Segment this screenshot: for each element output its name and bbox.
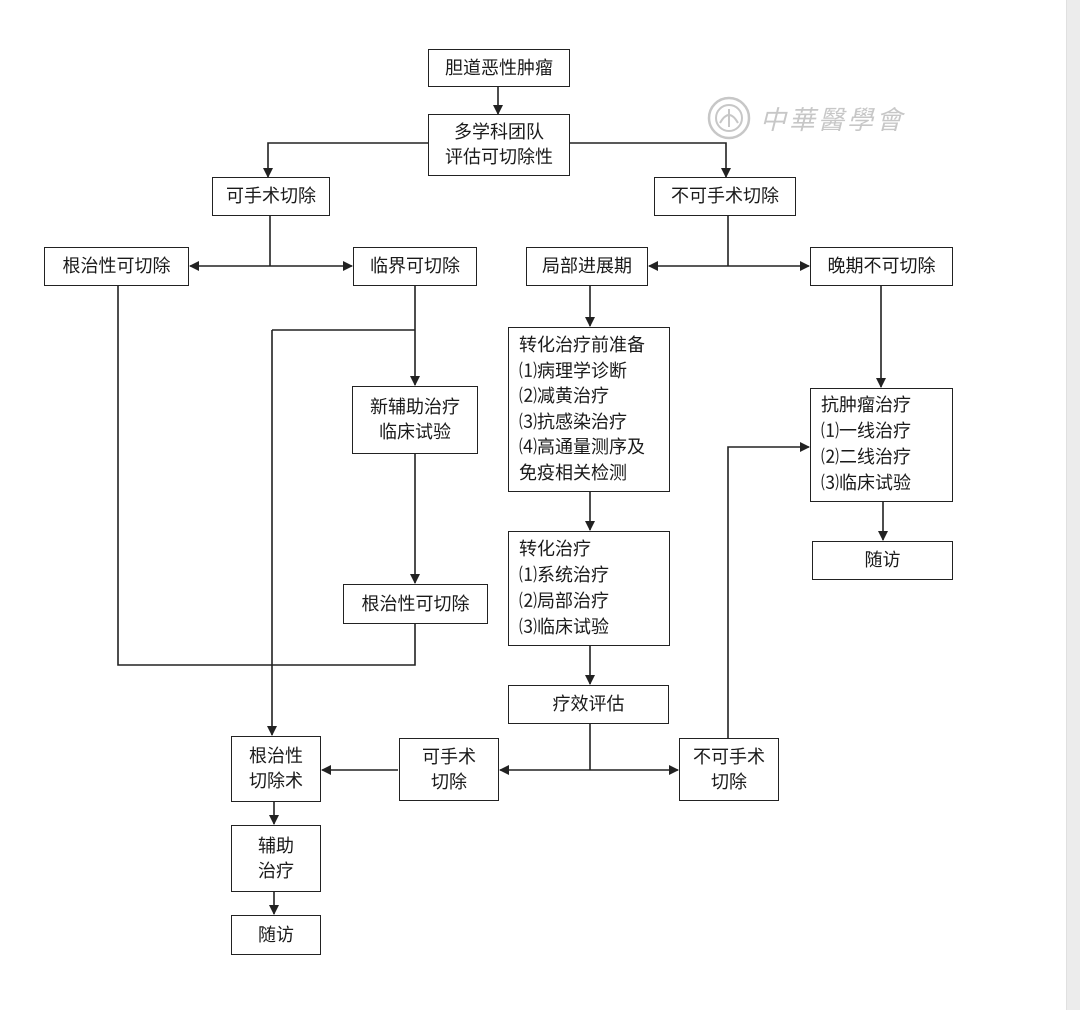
node-label: 根治性可切除 (62, 256, 171, 277)
node-item: ⑴病理学诊断 (519, 360, 627, 382)
watermark-text: 中華醫學會 (760, 105, 906, 136)
node-operable-after-conversion: 可手术 切除 (399, 738, 499, 801)
node-item: ⑴一线治疗 (821, 421, 911, 442)
node-label: 胆道恶性肿瘤 (445, 57, 553, 79)
node-mdt-evaluation: 多学科团队 评估可切除性 (428, 114, 570, 176)
node-label: 疗效评估 (552, 694, 625, 715)
node-label: 根治性可切除 (361, 593, 470, 615)
node-label: 切除 (431, 771, 467, 793)
node-label: 随访 (864, 550, 901, 571)
node-locally-advanced: 局部进展期 (526, 247, 648, 286)
node-item: 免疫相关检测 (519, 462, 627, 484)
society-seal-icon (707, 96, 751, 140)
arrow-n15-n19 (727, 442, 810, 738)
node-item: ⑴系统治疗 (519, 564, 609, 586)
node-follow-up-left: 随访 (231, 915, 321, 955)
node-label: 治疗 (258, 860, 294, 882)
node-label: 根治性 (249, 746, 303, 767)
node-conversion-prep: 转化治疗前准备 ⑴病理学诊断 ⑵减黄治疗 ⑶抗感染治疗 ⑷高通量测序及 免疫相关… (508, 327, 670, 492)
node-label: 辅助 (258, 835, 294, 857)
line-n10-join (117, 286, 416, 666)
node-antitumor-therapy: 抗肿瘤治疗 ⑴一线治疗 ⑵二线治疗 ⑶临床试验 (810, 388, 953, 502)
node-item: ⑷高通量测序及 (519, 437, 645, 458)
node-efficacy-evaluation: 疗效评估 (508, 685, 669, 724)
node-operable-resection: 可手术切除 (212, 177, 330, 216)
node-item: ⑵减黄治疗 (519, 386, 609, 407)
node-label: 新辅助治疗 (370, 397, 460, 418)
node-label: 临床试验 (379, 422, 451, 443)
node-heading: 抗肿瘤治疗 (821, 395, 911, 416)
node-label: 可手术 (422, 746, 476, 768)
node-label: 切除 (711, 771, 747, 793)
node-item: ⑶临床试验 (821, 473, 911, 494)
node-label: 不可手术 (693, 746, 765, 768)
node-label: 局部进展期 (542, 256, 632, 277)
node-radical-resection: 根治性 切除术 (231, 736, 321, 802)
arrow-n2-n4 (568, 142, 731, 178)
node-radical-resectable-2: 根治性可切除 (343, 584, 488, 624)
node-borderline-resectable: 临界可切除 (353, 247, 477, 286)
node-inoperable-after-conversion: 不可手术 切除 (679, 738, 779, 801)
node-conversion-therapy: 转化治疗 ⑴系统治疗 ⑵局部治疗 ⑶临床试验 (508, 531, 670, 646)
node-radical-resectable: 根治性可切除 (44, 247, 189, 286)
node-heading: 转化治疗前准备 (519, 335, 645, 356)
arrow-n2-n3 (263, 142, 428, 178)
node-advanced-unresectable: 晚期不可切除 (810, 247, 953, 286)
node-label: 评估可切除性 (445, 147, 553, 168)
node-item: ⑶临床试验 (519, 616, 609, 638)
node-inoperable: 不可手术切除 (654, 177, 796, 216)
node-heading: 转化治疗 (519, 538, 591, 560)
node-label: 切除术 (249, 771, 303, 792)
node-label: 不可手术切除 (671, 186, 779, 207)
node-label: 临界可切除 (370, 256, 460, 277)
node-adjuvant-therapy: 辅助 治疗 (231, 825, 321, 892)
node-follow-up-right: 随访 (812, 541, 953, 580)
node-item: ⑵局部治疗 (519, 590, 609, 612)
watermark: 中華醫學會 (706, 92, 926, 144)
node-item: ⑶抗感染治疗 (519, 411, 627, 433)
node-label: 多学科团队 (454, 122, 544, 143)
page-edge (1066, 0, 1080, 1010)
node-neoadjuvant-trial: 新辅助治疗 临床试验 (352, 386, 478, 454)
node-item: ⑵二线治疗 (821, 447, 911, 468)
node-biliary-malignancy: 胆道恶性肿瘤 (428, 49, 570, 87)
node-label: 可手术切除 (226, 186, 316, 207)
node-label: 随访 (258, 924, 294, 946)
node-label: 晚期不可切除 (827, 256, 936, 277)
